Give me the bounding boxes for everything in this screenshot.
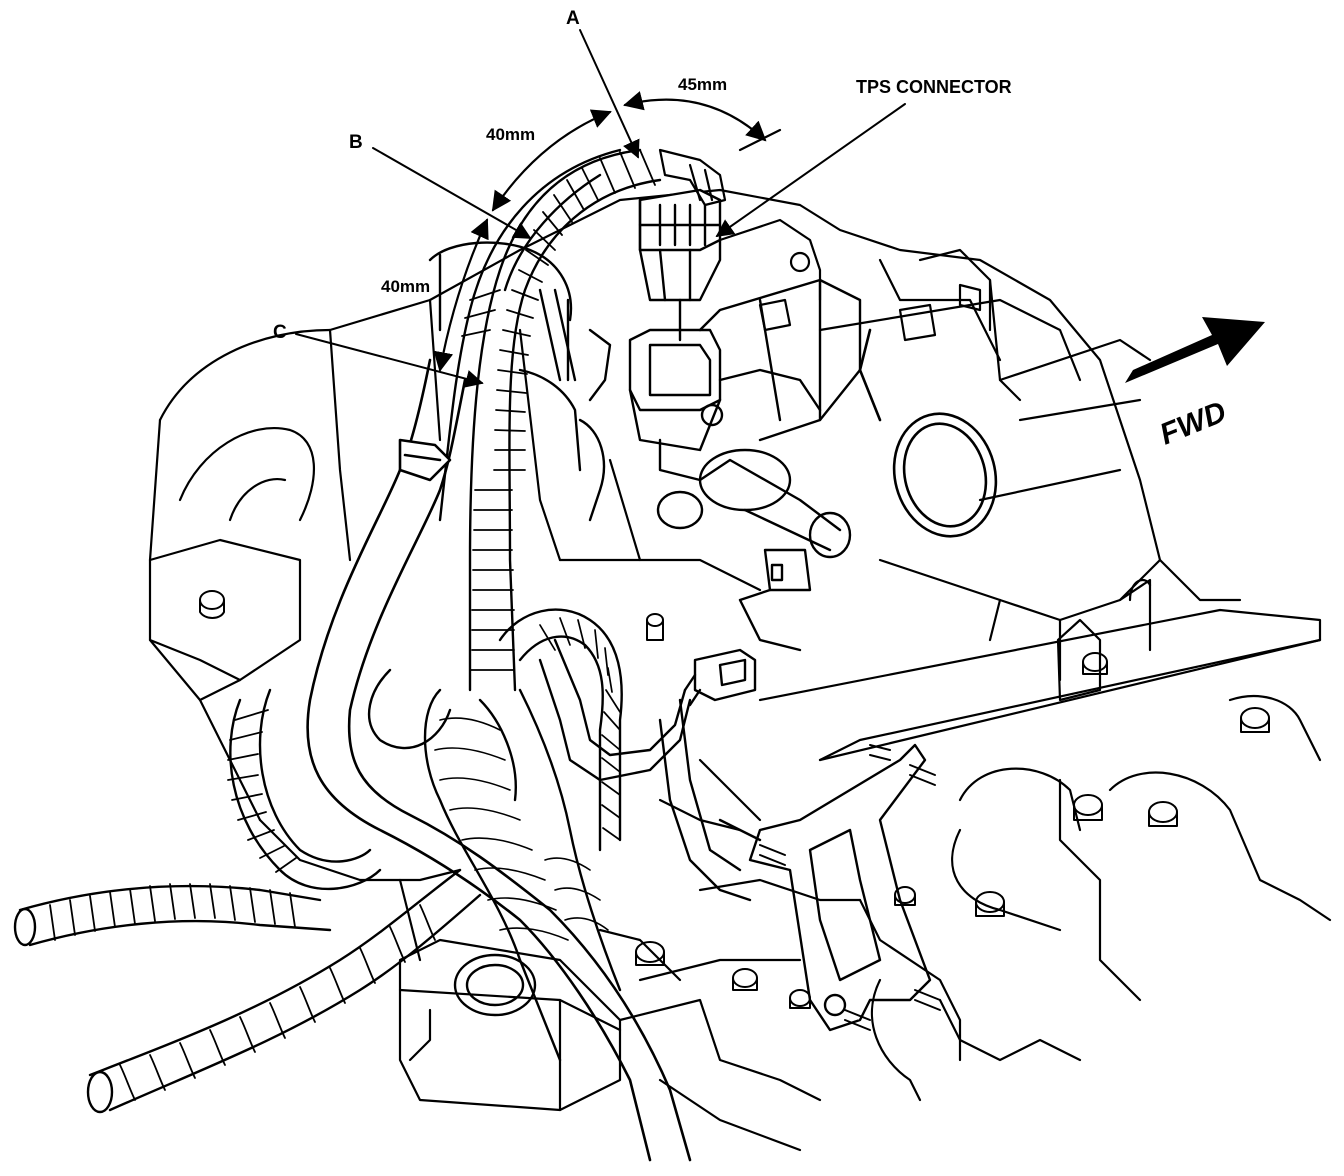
bolts — [199, 590, 1270, 1009]
leader-lines — [295, 29, 906, 388]
dimension-arc-40mm-upper — [491, 109, 612, 212]
dimension-45mm-label: 45mm — [678, 75, 727, 94]
callout-b-label: B — [349, 132, 363, 153]
tps-connector-label: TPS CONNECTOR — [856, 77, 1012, 97]
leader-tps — [715, 103, 906, 238]
dimension-arc-45mm — [623, 91, 767, 142]
bolt — [1240, 707, 1270, 733]
upper-right-brackets — [718, 218, 982, 342]
bolt — [199, 590, 225, 619]
center-harness-bundle — [367, 668, 622, 1062]
right-sub-harness — [498, 608, 762, 902]
bolt — [732, 968, 758, 991]
manifold-port — [453, 953, 537, 1017]
bolt — [1073, 794, 1103, 821]
callout-c-label: C — [273, 322, 287, 343]
bolt — [1082, 652, 1108, 675]
bolt — [975, 891, 1005, 917]
left-sub-harness — [13, 688, 482, 1114]
harness-bracket — [748, 743, 932, 1032]
harness-top-connector — [658, 148, 727, 207]
intake-manifold-body — [148, 188, 1332, 1152]
vacuum-hose — [306, 358, 692, 1162]
bolt — [789, 989, 811, 1009]
throttle-body — [628, 188, 862, 652]
dimension-40mm-upper-label: 40mm — [486, 125, 535, 144]
leader-c — [295, 333, 484, 388]
dimension-40mm-left-label: 40mm — [381, 277, 430, 296]
bolt — [894, 886, 916, 906]
leader-b — [372, 147, 532, 239]
dimension-arcs — [433, 91, 782, 372]
callout-a-label: A — [566, 8, 580, 29]
bolt — [635, 941, 665, 966]
forward-arrow-icon — [1125, 317, 1265, 383]
bolt — [1148, 801, 1178, 827]
studs — [759, 744, 941, 1031]
leader-a — [579, 29, 640, 159]
dimension-arc-40mm-left — [433, 218, 489, 372]
bolt — [646, 613, 664, 641]
fwd-label: FWD — [1155, 395, 1231, 451]
throttle-inlet-ring — [858, 328, 998, 538]
